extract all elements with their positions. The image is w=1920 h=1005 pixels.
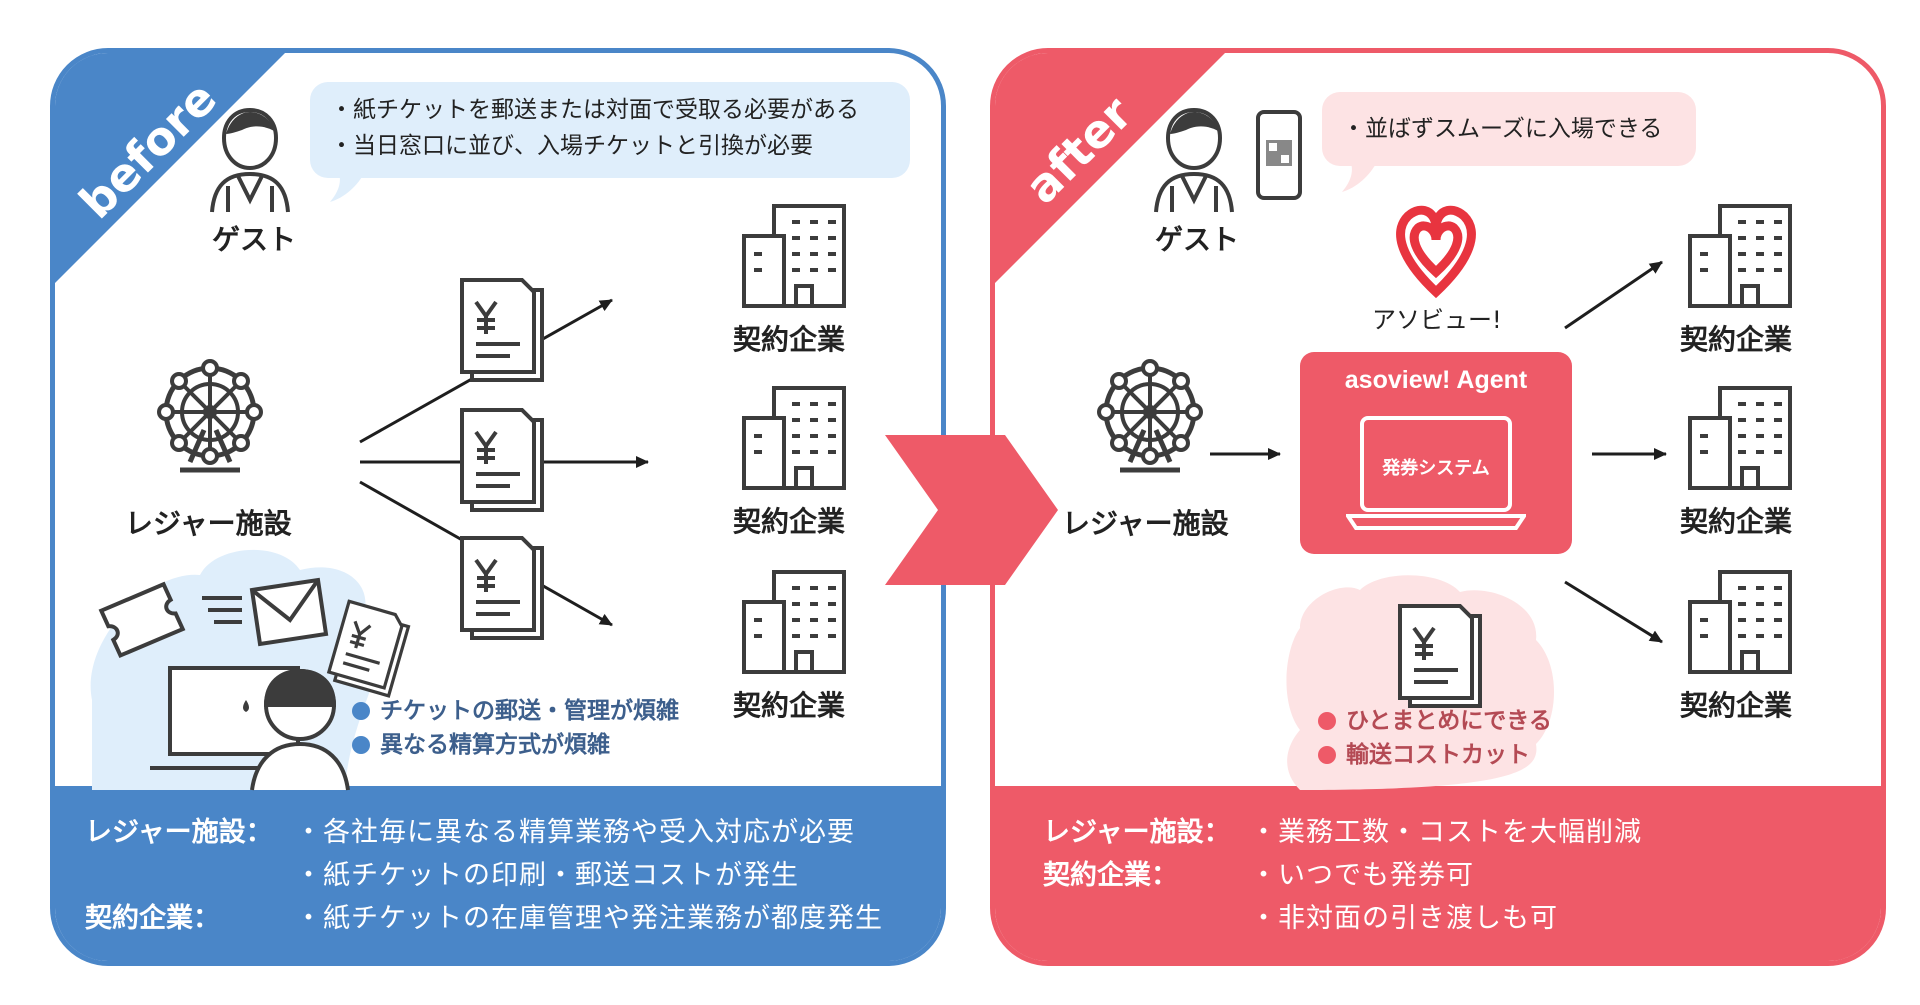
- bubble-line: ・当日窓口に並び、入場チケットと引換が必要: [330, 133, 813, 159]
- after-company-label: 契約企業: [1680, 323, 1793, 356]
- before-company-label: 契約企業: [733, 505, 846, 538]
- after-footer-facility-head: レジャー施設：: [1043, 817, 1231, 848]
- before-footer-company-head: 契約企業：: [85, 903, 220, 934]
- bullet-dot: [1318, 746, 1336, 764]
- after-footer: レジャー施設： 契約企業： ・業務工数・コストを大幅削減 ・いつでも発券可 ・非…: [995, 786, 1881, 961]
- before-footer-line: ・紙チケットの在庫管理や発注業務が都度発生: [295, 903, 883, 934]
- ferris-wheel-icon: [159, 361, 261, 470]
- after-footer-line: ・業務工数・コストを大幅削減: [1250, 817, 1642, 848]
- building-icon: [1688, 570, 1792, 674]
- asoview-agent-box: asoview! Agent 発券システム: [1300, 352, 1572, 554]
- building-icon: [742, 386, 846, 490]
- building-icon: [742, 204, 846, 308]
- building-icon: [1688, 386, 1792, 490]
- before-footer-line: ・紙チケットの印刷・郵送コストが発生: [295, 860, 799, 891]
- building-icon: [1688, 204, 1792, 308]
- after-guest-label: ゲスト: [1155, 223, 1240, 256]
- note-item: チケットの郵送・管理が煩雑: [352, 694, 679, 728]
- bubble-line: ・紙チケットを郵送または対面で受取る必要がある: [330, 97, 859, 123]
- transition-chevron: [885, 435, 1058, 585]
- yen-ticket-icon: [460, 536, 544, 640]
- bubble-tail: [1342, 160, 1378, 192]
- mail-icon: [202, 577, 329, 647]
- ferris-wheel-icon: [1099, 361, 1201, 470]
- bubble-tail: [330, 170, 366, 202]
- yen-ticket-icon: [1398, 604, 1482, 708]
- worker-icon: [150, 666, 350, 791]
- before-footer-line: ・各社毎に異なる精算業務や受入対応が必要: [295, 817, 855, 848]
- note-item: ひとまとめにできる: [1318, 704, 1552, 738]
- after-footer-line: ・非対面の引き渡しも可: [1250, 903, 1558, 934]
- before-guest-label: ゲスト: [212, 223, 297, 256]
- yen-ticket-icon: [460, 408, 544, 512]
- before-facility-label: レジャー施設: [125, 507, 292, 540]
- bullet-dot: [352, 736, 370, 754]
- before-footer-facility-head: レジャー施設：: [85, 817, 273, 848]
- after-company-label: 契約企業: [1680, 505, 1793, 538]
- guest-icon: [210, 108, 290, 214]
- bullet-dot: [1318, 712, 1336, 730]
- brand-name: アソビュー!: [1372, 306, 1502, 334]
- after-company-label: 契約企業: [1680, 689, 1793, 722]
- before-company-label: 契約企業: [733, 323, 846, 356]
- agent-title: asoview! Agent: [1344, 366, 1528, 394]
- agent-system-label: 発券システム: [1382, 458, 1490, 479]
- before-panel: before レジャー施設： 契約企業： ・各社毎に異なる精算業務や受入対応が必…: [50, 48, 946, 966]
- smartphone-qr-icon: [1256, 110, 1302, 200]
- before-notes: チケットの郵送・管理が煩雑 異なる精算方式が煩雑: [352, 694, 679, 762]
- after-footer-company-head: 契約企業：: [1043, 860, 1178, 891]
- yen-ticket-icon: [460, 278, 544, 382]
- note-item: 異なる精算方式が煩雑: [352, 728, 679, 762]
- bullet-dot: [352, 702, 370, 720]
- after-guest-bubble: ・並ばずスムーズに入場できる: [1322, 92, 1696, 166]
- before-footer: レジャー施設： 契約企業： ・各社毎に異なる精算業務や受入対応が必要 ・紙チケッ…: [55, 786, 941, 961]
- after-facility-label: レジャー施設: [1062, 507, 1229, 540]
- building-icon: [742, 570, 846, 674]
- asoview-heart-logo: [1396, 205, 1476, 299]
- before-guest-bubble: ・紙チケットを郵送または対面で受取る必要がある ・当日窓口に並び、入場チケットと…: [310, 82, 910, 178]
- after-footer-line: ・いつでも発券可: [1250, 860, 1474, 891]
- paper-ticket-icon: [98, 581, 186, 659]
- bubble-line: ・並ばずスムーズに入場できる: [1342, 116, 1663, 142]
- note-item: 輸送コストカット: [1318, 738, 1552, 772]
- before-company-label: 契約企業: [733, 689, 846, 722]
- guest-icon: [1154, 108, 1234, 214]
- laptop-icon: [1346, 416, 1526, 530]
- after-notes: ひとまとめにできる 輸送コストカット: [1318, 704, 1552, 772]
